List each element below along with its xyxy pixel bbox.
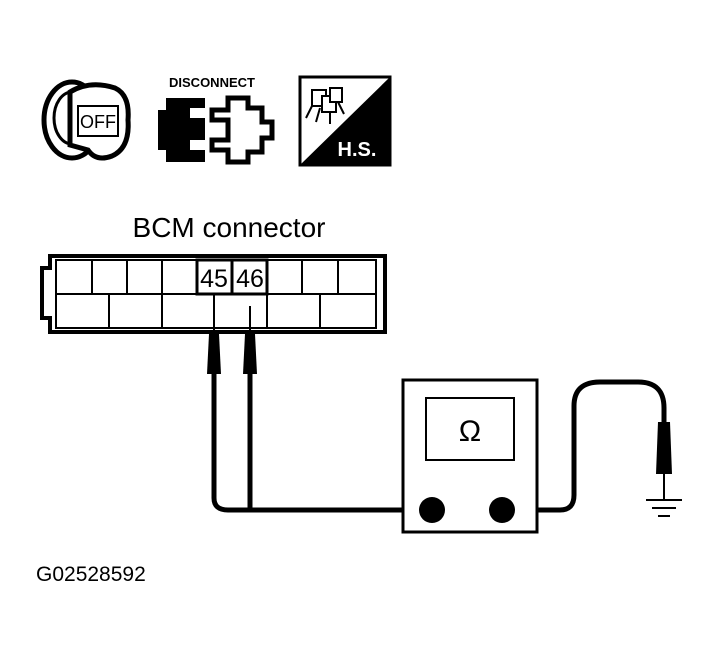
pin-45-label: 45 [200,265,228,293]
meter-terminal-right [489,497,515,523]
ohmmeter [401,378,539,534]
test-leads [207,306,672,513]
ignition-off-label: OFF [80,112,116,132]
meter-terminal-left [419,497,445,523]
pin-46-label: 46 [236,265,264,293]
figure-id: G02528592 [36,563,146,586]
harness-side-label: H.S. [338,139,377,161]
disconnect-icon: DISCONNECT [158,75,275,165]
ohm-symbol: Ω [459,415,481,448]
disconnect-label: DISCONNECT [169,75,255,90]
harness-side-icon: H.S. [298,75,392,167]
connector-title: BCM connector [133,212,326,243]
ground-icon [646,499,682,517]
ignition-key-off-icon: OFF [41,79,131,161]
